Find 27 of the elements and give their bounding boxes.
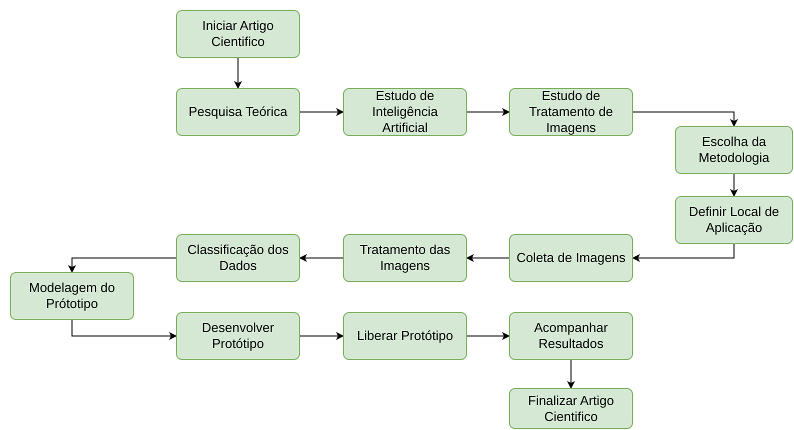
arrow <box>632 112 738 127</box>
process-box: Liberar Protótipo <box>343 312 467 360</box>
process-box: Escolha da Metodologia <box>675 126 793 174</box>
process-box: Coleta de Imagens <box>509 234 633 282</box>
arrow <box>300 332 344 340</box>
arrow <box>72 320 177 340</box>
process-box: Classificação dos Dados <box>176 234 300 282</box>
arrow <box>466 254 510 262</box>
process-box: Pesquisa Teórica <box>176 88 300 136</box>
process-box: Modelagem do Prótotipo <box>10 272 134 320</box>
arrow <box>68 258 176 273</box>
process-box: Definir Local de Aplicação <box>675 196 793 244</box>
arrow <box>300 108 344 116</box>
process-box: Tratamento das Imagens <box>343 234 467 282</box>
arrow <box>299 254 344 262</box>
arrow <box>567 360 575 389</box>
process-box: Iniciar Artigo Cientifico <box>176 10 300 58</box>
arrow <box>466 332 510 340</box>
process-box: Finalizar Artigo Cientifico <box>509 388 633 429</box>
process-box: Acompanhar Resultados <box>509 312 633 360</box>
arrow <box>466 108 510 116</box>
process-box: Desenvolver Protótipo <box>176 312 300 360</box>
process-box: Estudo de Tratamento de Imagens <box>509 88 633 136</box>
arrow <box>730 174 738 197</box>
arrow <box>632 244 734 262</box>
arrow <box>234 58 242 89</box>
process-box: Estudo de Inteligência Artificial <box>343 88 467 136</box>
